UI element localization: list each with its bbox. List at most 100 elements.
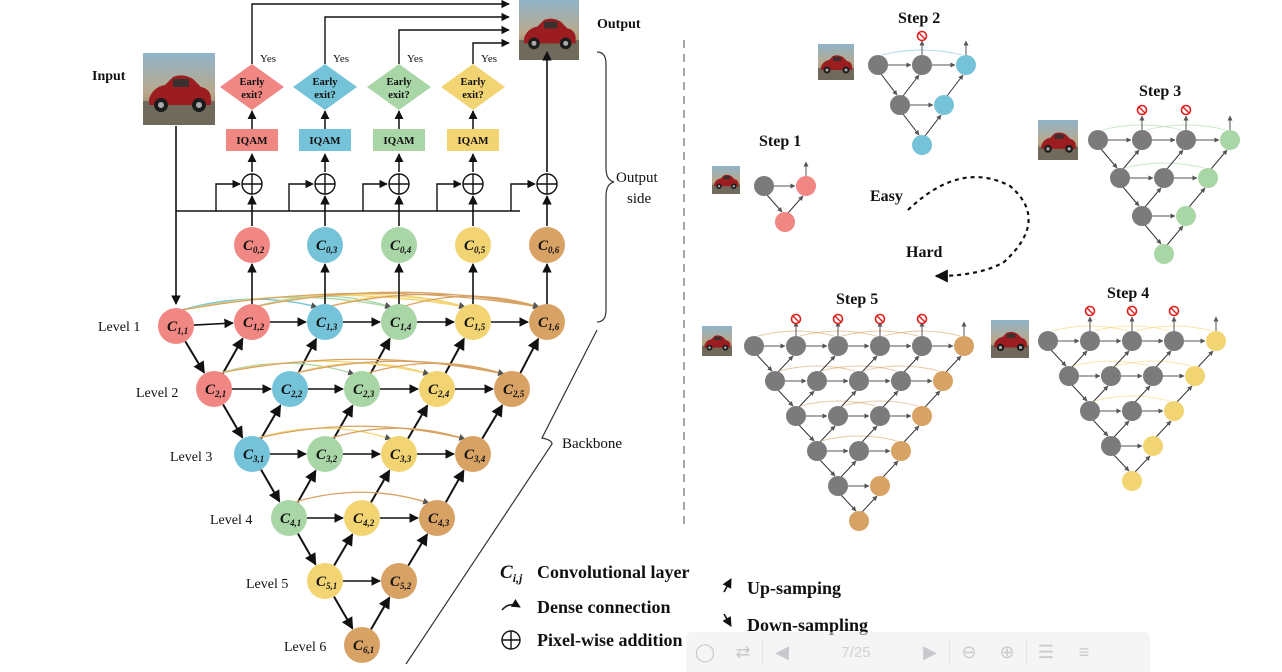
edge-arrow [193, 318, 234, 329]
stop-icon [916, 313, 928, 325]
conv-node-c42: C4,2 [344, 500, 380, 536]
next-page-button[interactable]: ▶ [923, 641, 937, 662]
backbone-label: Backbone [562, 436, 622, 452]
svg-text:C1,3: C1,3 [316, 315, 338, 332]
svg-text:C1,5: C1,5 [464, 315, 486, 332]
conv-node-c51: C5,1 [307, 563, 343, 599]
svg-text:Early: Early [312, 77, 338, 88]
svg-text:C4,3: C4,3 [428, 511, 450, 528]
plus-circle-icon [362, 173, 410, 226]
early-exit-diamond [367, 64, 431, 110]
step-5-image [702, 326, 732, 356]
conv-node-c23: C2,3 [344, 371, 380, 407]
svg-text:C2,3: C2,3 [353, 382, 375, 399]
level-3-label: Level 3 [170, 450, 212, 465]
legend: Ci,j Convolutional layer Dense connectio… [500, 562, 868, 650]
conv-node-c43: C4,3 [419, 500, 455, 536]
level-5-label: Level 5 [246, 577, 288, 592]
conv-node-c13: C1,3 [307, 304, 343, 340]
stop-icon [874, 313, 886, 325]
conv-node-c03: C0,3 [307, 227, 343, 263]
plus-circle-icon [288, 173, 336, 226]
plus-circle-icon [436, 173, 484, 226]
stop-icon [916, 30, 928, 42]
dense-connection [219, 358, 505, 377]
fit-width-icon[interactable]: ☰ [1037, 641, 1055, 662]
edge-arrow [184, 340, 206, 374]
zoom-in-icon[interactable]: ⊕ [999, 641, 1015, 662]
svg-text:Early: Early [239, 77, 265, 88]
step-2-title: Step 2 [898, 10, 940, 27]
conv-node-c34: C3,4 [455, 436, 491, 472]
conv-node-c61: C6,1 [344, 627, 380, 663]
level-1-label: Level 1 [98, 320, 140, 335]
level-6-label: Level 6 [284, 640, 326, 655]
dense-connection [367, 362, 505, 376]
step-1-image [712, 166, 740, 194]
svg-text:exit?: exit? [388, 90, 410, 101]
svg-text:C2,1: C2,1 [205, 382, 226, 399]
conv-node-c02: C0,2 [234, 227, 270, 263]
step-1-pyramid [754, 161, 816, 232]
edge-arrow [333, 533, 354, 566]
steps-panel [702, 30, 1240, 531]
output-label: Output [597, 17, 641, 32]
svg-text:C2,2: C2,2 [281, 382, 303, 399]
conv-node-c12: C1,2 [234, 304, 270, 340]
input-label: Input [92, 69, 126, 84]
step-4-image [991, 320, 1029, 358]
svg-text:C1,4: C1,4 [390, 315, 412, 332]
page-indicator: 7/25 [841, 643, 871, 661]
exit-module: IQAM Early exit? Yes [293, 12, 510, 172]
edge-arrow [407, 533, 429, 567]
iqam-label: IQAM [383, 135, 415, 147]
svg-text:Early: Early [386, 77, 412, 88]
legend-dense-text: Dense connection [537, 597, 671, 617]
conv-node-c04: C0,4 [381, 227, 417, 263]
legend-up-text: Up-samping [747, 578, 841, 598]
zoom-out-icon[interactable]: ⊖ [961, 641, 977, 662]
yes-label: Yes [260, 53, 276, 65]
input-image [143, 53, 215, 125]
svg-text:C0,6: C0,6 [538, 238, 560, 255]
arrows-icon[interactable]: ⇄ [735, 641, 751, 662]
svg-text:C6,1: C6,1 [353, 638, 374, 655]
dense-connection [295, 360, 505, 376]
up-arrow-icon [722, 578, 732, 593]
legend-pixel-text: Pixel-wise addition [537, 630, 683, 650]
legend-down-text: Down-sampling [747, 615, 868, 635]
step-5-pyramid [744, 321, 974, 531]
easy-label: Easy [870, 188, 903, 205]
edge-arrow [519, 337, 540, 374]
svg-text:C1,1: C1,1 [167, 319, 188, 336]
edges-layer: IQAMEarlyexit?YesIQAMEarlyexit?YesIQAMEa… [171, 0, 558, 630]
legend-conv-text: Convolutional layer [537, 562, 690, 582]
dense-connection [330, 427, 466, 441]
menu-icon[interactable]: ≡ [1078, 641, 1090, 662]
step-4-pyramid [1038, 316, 1226, 491]
stop-icon [1180, 104, 1192, 116]
edge-arrow [296, 469, 317, 503]
edge-arrow [260, 404, 282, 439]
iqam-box [373, 129, 425, 151]
prev-page-button[interactable]: ◀ [775, 641, 789, 662]
ring-icon[interactable]: ◯ [694, 641, 716, 662]
svg-text:exit?: exit? [462, 90, 484, 101]
output-side-label-2: side [627, 191, 652, 207]
svg-text:C2,4: C2,4 [428, 382, 450, 399]
dense-icon [501, 598, 521, 611]
backbone-brace [405, 329, 598, 665]
yes-label: Yes [333, 53, 349, 65]
svg-text:C0,3: C0,3 [316, 238, 338, 255]
edge-arrow [444, 469, 465, 503]
svg-text:C3,4: C3,4 [464, 447, 486, 464]
conv-node-c22: C2,2 [272, 371, 308, 407]
conv-node-c33: C3,3 [381, 436, 417, 472]
dense-connection [330, 293, 540, 309]
edge-arrow [444, 337, 465, 374]
down-arrow-icon [722, 613, 732, 627]
step-4-title: Step 4 [1107, 285, 1149, 302]
